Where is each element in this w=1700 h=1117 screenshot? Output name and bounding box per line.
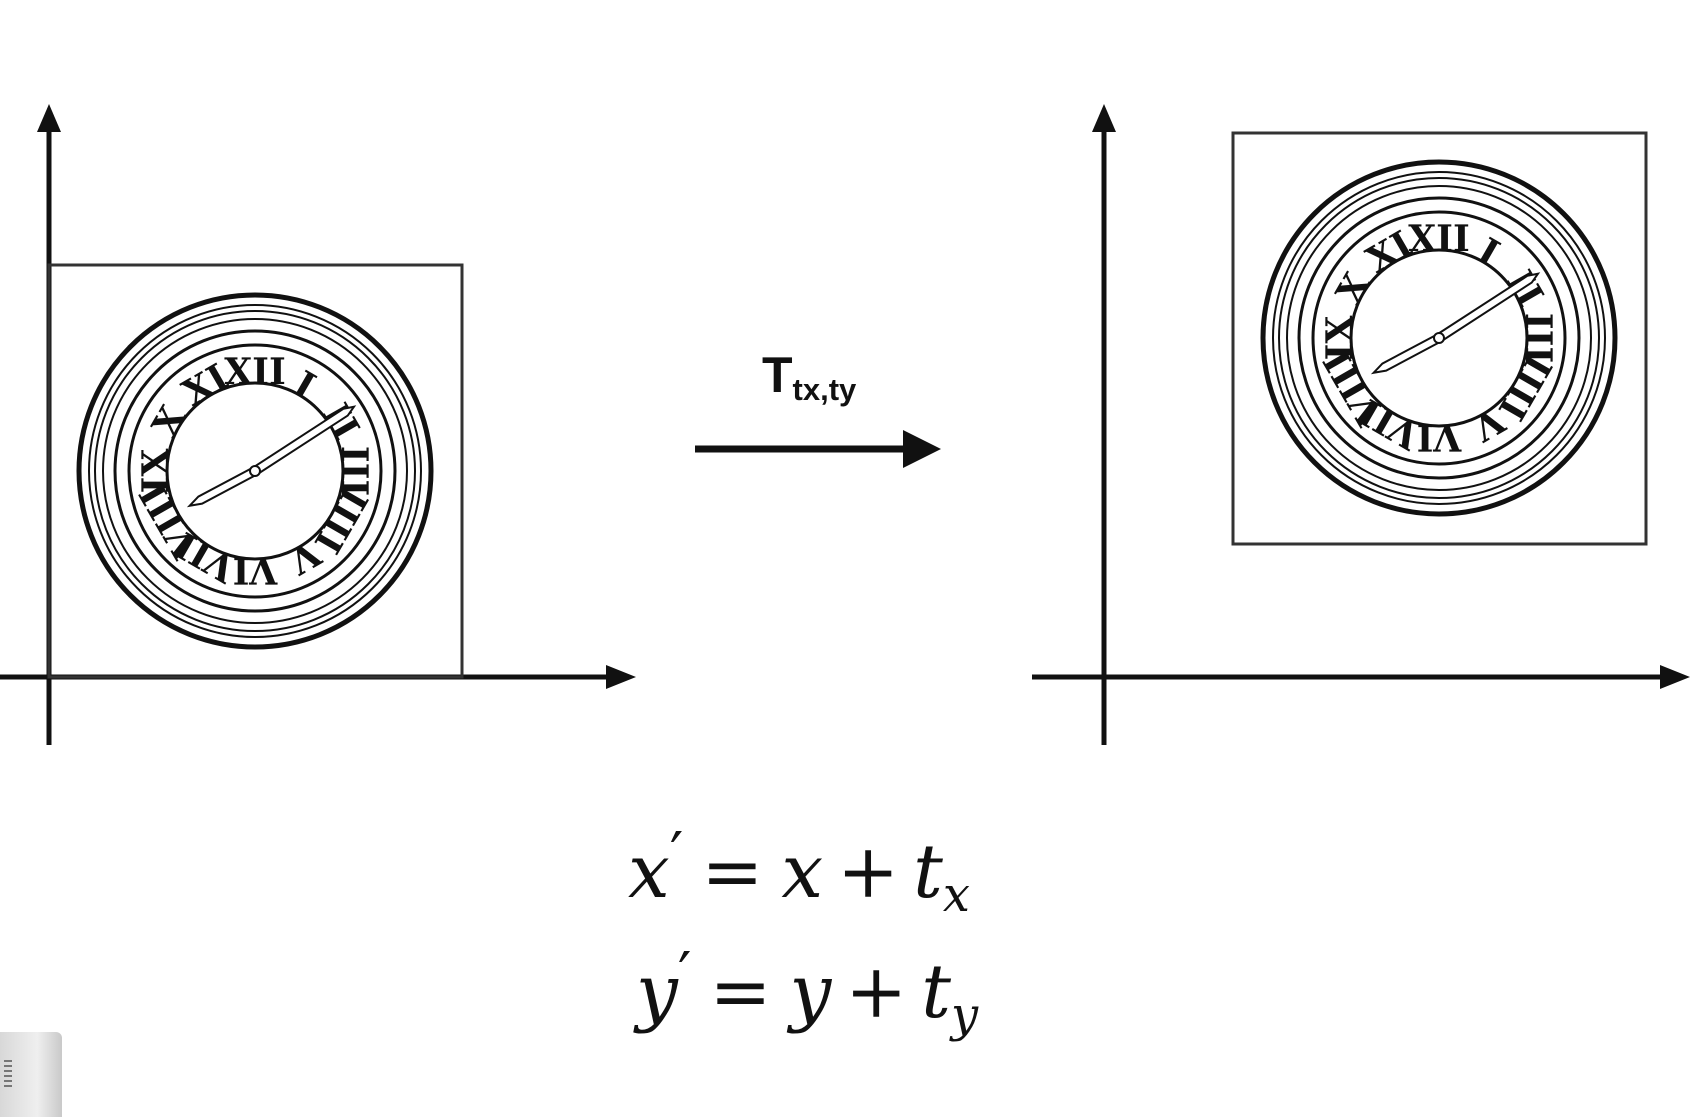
clock-numeral: X	[1328, 266, 1378, 311]
clock-center-pin	[1433, 332, 1445, 344]
clock-ring	[76, 292, 434, 650]
equations: x′=x+tx y′=y+ty	[628, 820, 979, 1043]
clock-numeral: III	[333, 446, 375, 497]
clock-numeral: VI	[233, 549, 279, 591]
transform-subscript: tx,ty	[793, 372, 858, 407]
presenter-thumbnail	[0, 1032, 62, 1117]
clock-ring	[127, 343, 383, 599]
right-y-arrowhead	[1092, 104, 1116, 132]
clock-hour-hand	[186, 466, 259, 508]
right-axes	[1032, 104, 1690, 745]
left-y-arrowhead	[37, 104, 61, 132]
clock-center-pin	[249, 465, 261, 477]
left-image-frame	[47, 263, 464, 679]
clock-ring	[1278, 177, 1600, 499]
transform-arrow-group: Ttx,ty	[695, 347, 941, 468]
thumbnail-detail	[4, 1060, 12, 1088]
transform-arrowhead	[903, 430, 941, 468]
clock-numeral: X	[144, 399, 194, 444]
clock-ring	[88, 304, 422, 638]
clock-numeral: III	[1517, 313, 1559, 364]
left-x-arrowhead	[606, 665, 636, 689]
clock-ring	[94, 310, 416, 632]
clock-ring	[1286, 185, 1592, 491]
clock-numeral: IX	[1319, 316, 1361, 361]
equation-x: x′=x+tx	[628, 820, 970, 923]
clock-numeral: XII	[1408, 218, 1470, 260]
clock-hour-hand	[1370, 333, 1443, 375]
right-image-frame	[1231, 131, 1648, 546]
right-x-arrowhead	[1660, 665, 1690, 689]
clock-numeral: IX	[135, 449, 177, 494]
clock-ring	[1297, 196, 1581, 480]
clock-numeral: XII	[224, 351, 286, 393]
clock-numeral: VI	[1417, 416, 1463, 458]
clock-ring	[1311, 210, 1567, 466]
clock-ring	[165, 381, 345, 561]
transform-label: Ttx,ty	[762, 347, 857, 407]
equation-y: y′=y+ty	[633, 940, 979, 1043]
clock-ring	[1272, 171, 1606, 505]
clock-ring	[102, 318, 408, 624]
clock-ring	[113, 329, 397, 613]
clock-ring	[1349, 248, 1529, 428]
transform-symbol: T	[762, 347, 793, 403]
clock-numeral: I	[287, 363, 323, 408]
clock-numeral: I	[1471, 230, 1507, 275]
clock-ring	[1260, 159, 1618, 517]
